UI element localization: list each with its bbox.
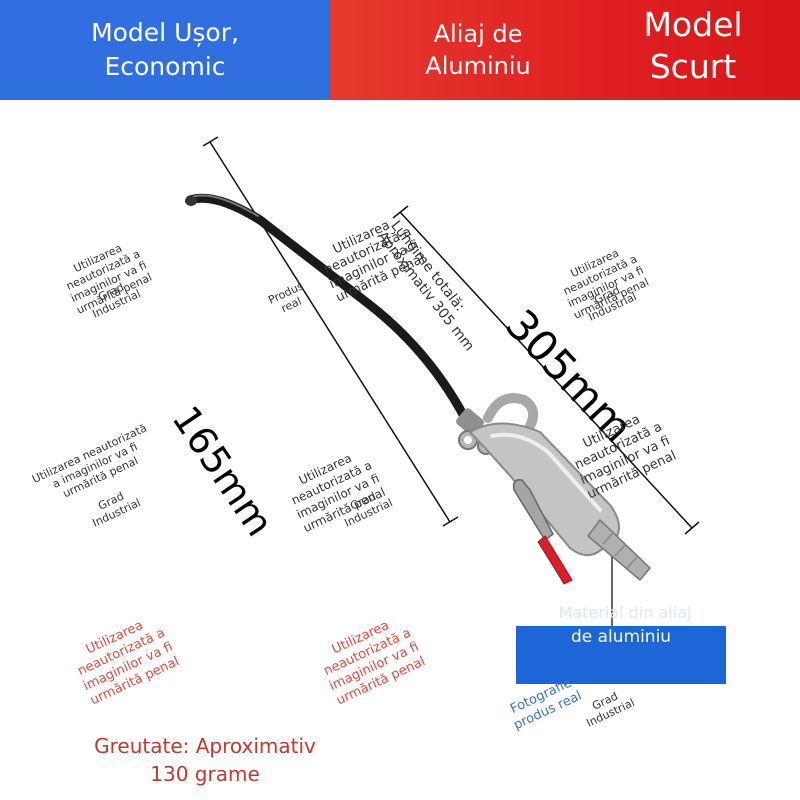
header-mid-text: Aliaj de Aluminiu	[418, 18, 538, 82]
dimension-line-305	[392, 205, 700, 535]
header-left-banner: Model Ușor, Economic	[0, 0, 330, 100]
trigger-lever	[512, 478, 554, 542]
weight-line2: 130 grame	[150, 762, 260, 786]
header-right-text: Model Scurt	[618, 4, 768, 88]
header-right-banner: Aliaj de Aluminiu Model Scurt	[330, 0, 800, 100]
header-right-line1: Model	[643, 5, 743, 44]
header-mid-line1: Aliaj de	[433, 20, 523, 48]
dimension-line-165	[202, 136, 459, 527]
nozzle-tip	[185, 196, 197, 206]
red-trigger-grip	[537, 535, 573, 585]
air-inlet-connector	[586, 518, 652, 582]
material-label: de aluminiu	[570, 627, 672, 647]
hang-loop	[483, 393, 539, 435]
header-left-line1: Model Ușor,	[91, 18, 239, 47]
weight-info: Greutate: Aproximativ 130 grame	[60, 732, 350, 788]
material-faint-text: Material din aliaj	[558, 603, 692, 622]
weight-line1: Greutate: Aproximativ	[94, 734, 316, 758]
header-left-line2: Economic	[104, 52, 226, 81]
header-right-line2: Scurt	[649, 47, 737, 86]
material-box	[516, 626, 726, 684]
header-mid-line2: Aluminiu	[425, 52, 531, 80]
black-tube	[185, 193, 471, 425]
